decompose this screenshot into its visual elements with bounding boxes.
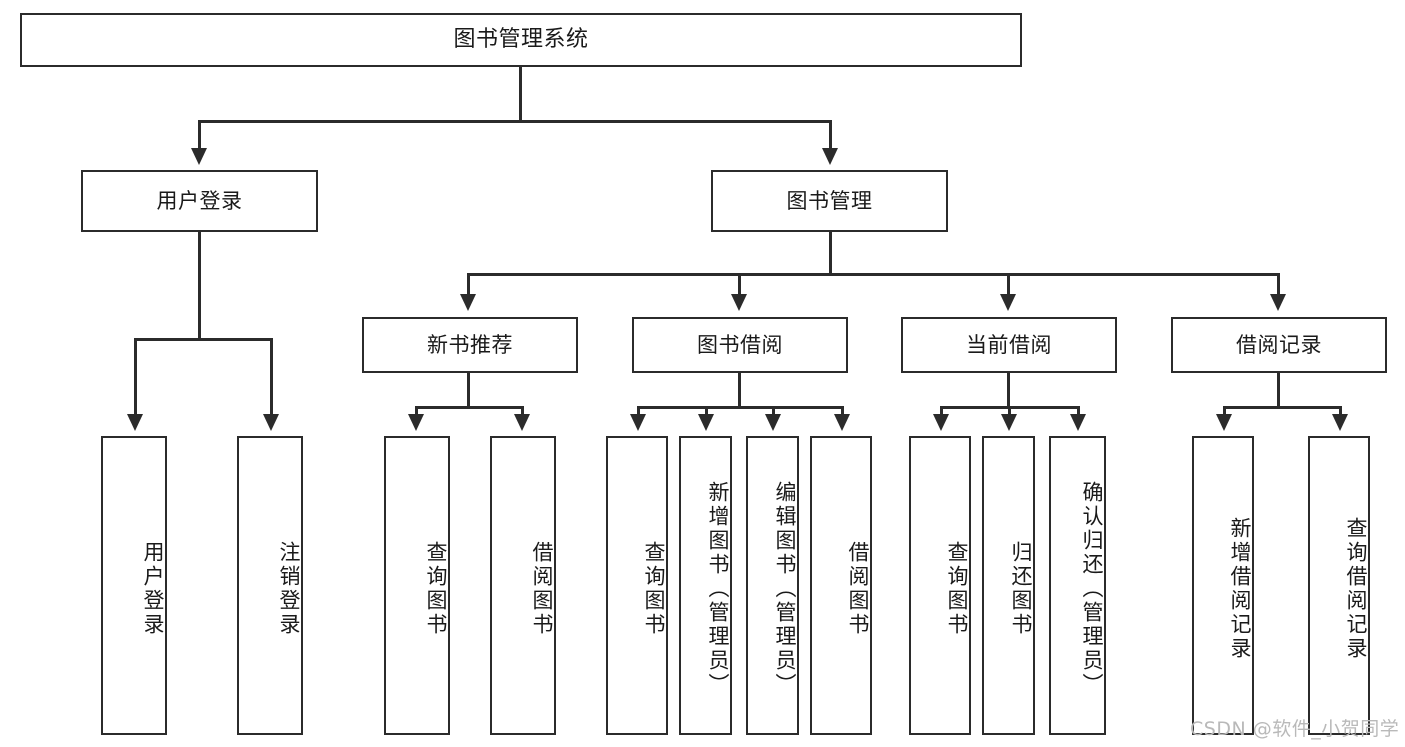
- arrowhead-borrow-record: [1270, 294, 1286, 311]
- connector-book-borrow-stem: [738, 373, 741, 408]
- connector-bm-to-borrow-record: [1277, 273, 1280, 296]
- connector-borrow-record-leaf-2: [1339, 406, 1342, 416]
- arrowhead-user-login-leaf-2: [263, 414, 279, 431]
- node-label: 归还图书: [1009, 540, 1033, 637]
- connector-root-bus: [198, 120, 831, 123]
- node-user-login[interactable]: 用户登录: [81, 170, 318, 232]
- leaf-current-borrow-query-book[interactable]: 查询图书: [909, 436, 971, 735]
- connector-book-management-stem: [829, 232, 832, 275]
- node-label: 图书借阅: [697, 332, 783, 357]
- connector-user-login-to-leaf-1: [134, 338, 137, 416]
- connector-borrow-record-bus: [1223, 406, 1339, 409]
- connector-user-login-to-leaf-2: [270, 338, 273, 416]
- connector-new-book-bus: [415, 406, 521, 409]
- arrowhead-book-borrow-leaf-1: [630, 414, 646, 431]
- watermark-text: CSDN @软件_小贺同学: [1190, 718, 1400, 740]
- arrowhead-current-borrow: [1000, 294, 1016, 311]
- leaf-user-login-login[interactable]: 用户登录: [101, 436, 167, 735]
- node-label: 图书管理系统: [453, 27, 589, 53]
- arrowhead-to-user-login: [191, 148, 207, 165]
- node-label: 借阅图书: [530, 540, 554, 637]
- connector-book-borrow-leaf-4: [841, 406, 844, 416]
- leaf-borrow-record-query-record[interactable]: 查询借阅记录: [1308, 436, 1370, 735]
- node-label: 图书管理: [786, 188, 873, 213]
- node-label: 查询图书: [424, 540, 448, 637]
- connector-root-to-book-management: [829, 120, 832, 150]
- connector-user-login-bus: [134, 338, 270, 341]
- connector-current-borrow-leaf-2: [1008, 406, 1011, 416]
- arrowhead-new-book-recommend: [460, 294, 476, 311]
- arrowhead-to-book-management: [822, 148, 838, 165]
- node-book-borrow[interactable]: 图书借阅: [632, 317, 848, 373]
- connector-current-borrow-stem: [1007, 373, 1010, 408]
- node-new-book-recommend[interactable]: 新书推荐: [362, 317, 578, 373]
- connector-book-borrow-leaf-3: [772, 406, 775, 416]
- arrowhead-current-borrow-leaf-3: [1070, 414, 1086, 431]
- connector-borrow-record-leaf-1: [1223, 406, 1226, 416]
- node-label: 确认归还（管理员）: [1080, 480, 1104, 697]
- node-label: 查询图书: [945, 540, 969, 637]
- connector-user-login-stem: [198, 232, 201, 340]
- arrowhead-borrow-record-leaf-1: [1216, 414, 1232, 431]
- connector-book-management-bus: [467, 273, 1279, 276]
- connector-root-to-user-login: [198, 120, 201, 150]
- connector-current-borrow-leaf-1: [940, 406, 943, 416]
- leaf-new-book-borrow-book[interactable]: 借阅图书: [490, 436, 556, 735]
- leaf-borrow-record-add-record[interactable]: 新增借阅记录: [1192, 436, 1254, 735]
- node-label: 当前借阅: [966, 332, 1052, 357]
- node-label: 查询借阅记录: [1344, 516, 1368, 661]
- connector-bm-to-current-borrow: [1007, 273, 1010, 296]
- arrowhead-borrow-record-leaf-2: [1332, 414, 1348, 431]
- node-label: 用户登录: [141, 540, 165, 637]
- connector-book-borrow-leaf-2: [705, 406, 708, 416]
- node-label: 新书推荐: [427, 332, 513, 357]
- node-label: 查询图书: [642, 540, 666, 637]
- connector-root-stem: [519, 67, 522, 122]
- node-current-borrow[interactable]: 当前借阅: [901, 317, 1117, 373]
- node-label: 借阅图书: [846, 540, 870, 637]
- arrowhead-new-book-leaf-2: [514, 414, 530, 431]
- connector-book-borrow-leaf-1: [637, 406, 640, 416]
- arrowhead-book-borrow-leaf-4: [834, 414, 850, 431]
- connector-book-borrow-bus: [637, 406, 841, 409]
- node-label: 新增图书（管理员）: [706, 480, 730, 697]
- arrowhead-current-borrow-leaf-1: [933, 414, 949, 431]
- leaf-current-borrow-confirm-return-admin[interactable]: 确认归还（管理员）: [1049, 436, 1106, 735]
- node-label: 注销登录: [277, 540, 301, 637]
- leaf-book-borrow-add-book-admin[interactable]: 新增图书（管理员）: [679, 436, 732, 735]
- leaf-book-borrow-query-book[interactable]: 查询图书: [606, 436, 668, 735]
- arrowhead-user-login-leaf-1: [127, 414, 143, 431]
- arrowhead-book-borrow-leaf-3: [765, 414, 781, 431]
- connector-new-book-leaf-1: [415, 406, 418, 416]
- arrowhead-current-borrow-leaf-2: [1001, 414, 1017, 431]
- connector-borrow-record-stem: [1277, 373, 1280, 408]
- node-label: 编辑图书（管理员）: [773, 480, 797, 697]
- node-borrow-record[interactable]: 借阅记录: [1171, 317, 1387, 373]
- node-book-management[interactable]: 图书管理: [711, 170, 948, 232]
- arrowhead-book-borrow-leaf-2: [698, 414, 714, 431]
- leaf-book-borrow-borrow-book[interactable]: 借阅图书: [810, 436, 872, 735]
- leaf-user-login-logout[interactable]: 注销登录: [237, 436, 303, 735]
- arrowhead-book-borrow: [731, 294, 747, 311]
- node-root-book-management-system[interactable]: 图书管理系统: [20, 13, 1022, 67]
- connector-bm-to-new-book: [467, 273, 470, 296]
- connector-current-borrow-leaf-3: [1077, 406, 1080, 416]
- connector-new-book-stem: [467, 373, 470, 408]
- leaf-new-book-query-book[interactable]: 查询图书: [384, 436, 450, 735]
- node-label: 用户登录: [156, 188, 243, 213]
- connector-new-book-leaf-2: [521, 406, 524, 416]
- connector-bm-to-book-borrow: [738, 273, 741, 296]
- leaf-current-borrow-return-book[interactable]: 归还图书: [982, 436, 1035, 735]
- node-label: 借阅记录: [1236, 332, 1322, 357]
- leaf-book-borrow-edit-book-admin[interactable]: 编辑图书（管理员）: [746, 436, 799, 735]
- node-label: 新增借阅记录: [1228, 516, 1252, 661]
- arrowhead-new-book-leaf-1: [408, 414, 424, 431]
